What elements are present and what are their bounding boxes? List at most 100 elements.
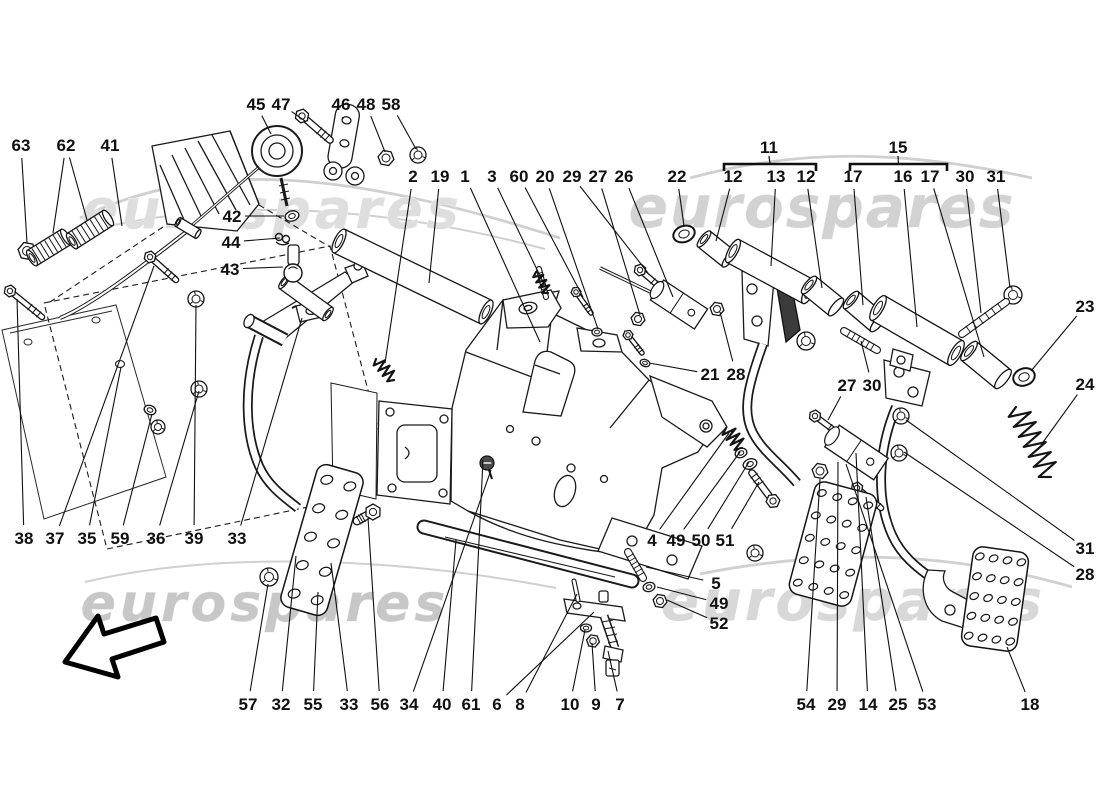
part-number-38: 38 (15, 529, 34, 548)
part-number-52: 52 (710, 614, 729, 633)
accel-pad (280, 463, 364, 617)
part-number-48: 48 (357, 95, 376, 114)
nut-27 (630, 311, 646, 327)
accelerator-pedal-arm (242, 334, 302, 512)
bolt-38 (3, 284, 46, 321)
part-number-14: 14 (859, 695, 878, 714)
direction-arrow (62, 613, 167, 680)
part-number-20: 20 (536, 167, 555, 186)
mount-panel (1, 304, 167, 520)
sleeve-16 (869, 294, 965, 367)
bottom-flange (597, 517, 703, 580)
part-number-41: 41 (101, 136, 120, 155)
part-number-22: 22 (668, 167, 687, 186)
part-number-44: 44 (222, 233, 241, 252)
part-number-59: 59 (111, 529, 130, 548)
part-number-53: 53 (918, 695, 937, 714)
nut-57 (259, 567, 279, 587)
part-number-23: 23 (1076, 297, 1095, 316)
part-number-30: 30 (863, 376, 882, 395)
part-number-60: 60 (510, 167, 529, 186)
part-number-56: 56 (371, 695, 390, 714)
part-number-17: 17 (844, 167, 863, 186)
mount-tab (889, 348, 914, 372)
part-number-12: 12 (724, 167, 743, 186)
washer-23 (1012, 367, 1036, 387)
spring-2 (372, 357, 396, 383)
pedal-support-box (330, 289, 728, 557)
part-number-55: 55 (304, 695, 323, 714)
stud-5 (624, 548, 647, 582)
switch-bracket-6 (563, 590, 626, 622)
clevis-26 (649, 279, 709, 330)
part-number-50: 50 (692, 531, 711, 550)
part-number-36: 36 (147, 529, 166, 548)
nut-52 (652, 593, 668, 609)
spring-3 (532, 270, 551, 295)
part-number-31: 31 (987, 167, 1006, 186)
bushing-17b (960, 340, 1012, 390)
part-number-5: 5 (711, 574, 720, 593)
part-number-21: 21 (701, 365, 720, 384)
part-number-28: 28 (1076, 565, 1095, 584)
fasteners-layer (3, 108, 1057, 652)
part-number-34: 34 (400, 695, 419, 714)
washer-21 (639, 358, 651, 368)
recess-box (151, 130, 260, 232)
nut-54 (811, 462, 829, 480)
part-number-30: 30 (956, 167, 975, 186)
pin-8 (571, 578, 581, 603)
part-number-43: 43 (221, 260, 240, 279)
part-number-12: 12 (797, 167, 816, 186)
clutch-pedal-arm (876, 405, 971, 629)
part-number-63: 63 (12, 136, 31, 155)
part-number-32: 32 (272, 695, 291, 714)
pin-2 (278, 274, 334, 322)
part-number-49: 49 (667, 531, 686, 550)
cable-pulley (251, 125, 303, 207)
retainer-clip-44 (274, 232, 291, 246)
nut-31b (892, 407, 910, 425)
bolt-51 (748, 469, 781, 509)
nut-mid (796, 331, 816, 351)
washer-49b (642, 581, 656, 593)
switch-7 (599, 614, 624, 677)
nut-53 (890, 444, 908, 462)
part-number-16: 16 (894, 167, 913, 186)
eurospares-watermark: eurospares (81, 178, 462, 241)
drawing-layer (1, 103, 971, 680)
part-number-33: 33 (340, 695, 359, 714)
part-number-10: 10 (561, 695, 580, 714)
part-number-45: 45 (247, 95, 266, 114)
part-number-35: 35 (78, 529, 97, 548)
cable-bracket-46 (323, 103, 365, 186)
part-number-40: 40 (433, 695, 452, 714)
washer-20 (591, 327, 603, 337)
part-number-46: 46 (332, 95, 351, 114)
spring-24 (1007, 405, 1057, 479)
pin-43 (287, 244, 300, 266)
washer-22 (672, 224, 696, 244)
ferrule-41 (174, 216, 202, 240)
part-number-42: 42 (223, 207, 242, 226)
part-number-2: 2 (408, 167, 417, 186)
part-number-17: 17 (921, 167, 940, 186)
part-number-58: 58 (382, 95, 401, 114)
part-number-8: 8 (515, 695, 524, 714)
part-number-27: 27 (589, 167, 608, 186)
nut-36 (190, 380, 208, 398)
part-number-18: 18 (1021, 695, 1040, 714)
part-number-51: 51 (716, 531, 735, 550)
clutch-pad (960, 546, 1030, 652)
washer-10 (579, 623, 593, 633)
bolt-47 (294, 108, 334, 144)
part-number-47: 47 (272, 95, 291, 114)
nut-48 (377, 149, 395, 167)
stud-30a (958, 298, 1010, 338)
cable-sleeve-62b (65, 209, 115, 250)
part-number-31: 31 (1076, 539, 1095, 558)
nut-9 (585, 634, 601, 648)
part-number-3: 3 (487, 167, 496, 186)
